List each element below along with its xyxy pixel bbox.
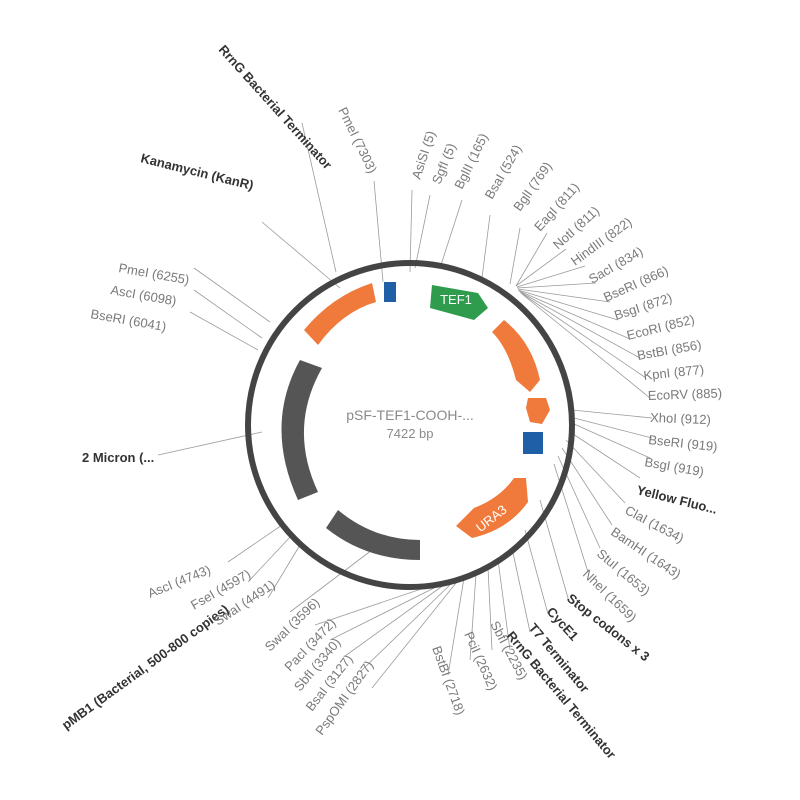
backbone-circle <box>245 260 575 590</box>
leader-pmei-6255 <box>193 267 271 323</box>
leader-pmb1 <box>289 549 373 613</box>
leader-saci <box>516 282 597 289</box>
feature-yellow-fluo[interactable] <box>492 320 540 392</box>
leader-rrng-bottom <box>497 559 511 651</box>
label-pmei-7303: PmeI (7303) <box>335 105 380 176</box>
leader-bsgi-919 <box>573 423 651 459</box>
leader-kpni <box>520 292 647 379</box>
leader-rrng-top <box>301 122 337 273</box>
feature-arcs <box>281 282 550 560</box>
label-bstbi-856: BstBI (856) <box>636 337 703 363</box>
leader-ecorv <box>521 293 651 399</box>
label-asci-6098: AscI (6098) <box>109 282 177 308</box>
feature-blue-block[interactable] <box>523 432 543 454</box>
leader-ecori <box>518 290 631 340</box>
leader-bseri-866 <box>517 288 611 303</box>
feature-rrng-terminator[interactable] <box>384 282 396 302</box>
label-rrng-top: RrnG Bacterial Terminator <box>216 42 335 172</box>
feature-2-micron[interactable] <box>281 360 322 500</box>
leader-2micron <box>157 431 263 456</box>
leader-bgli <box>509 227 521 285</box>
label-bstbi-2718: BstBI (2718) <box>429 644 468 717</box>
label-bsgi-919: BsgI (919) <box>643 454 705 479</box>
plasmid-size: 7422 bp <box>387 426 434 441</box>
label-2micron: 2 Micron (... <box>82 450 154 465</box>
leader-sgfi <box>414 194 431 269</box>
leader-yfp <box>569 431 641 479</box>
label-kpni: KpnI (877) <box>643 362 705 383</box>
leader-cyce1 <box>524 529 549 615</box>
site-labels: RrnG Bacterial Terminator PmeI (7303) As… <box>59 42 722 762</box>
label-pmei-6255: PmeI (6255) <box>117 260 190 287</box>
leader-bsgi-872 <box>517 289 619 321</box>
leader-bsai-524 <box>481 214 491 279</box>
leader-kanr <box>261 221 341 289</box>
leader-clai <box>565 439 626 504</box>
feature-pmb1[interactable] <box>326 510 420 560</box>
leader-sbfi-3340 <box>344 581 449 657</box>
leader-bglii <box>439 199 463 269</box>
leader-pcii <box>469 573 477 661</box>
label-pmb1: pMB1 (Bacterial, 500-800 copies) <box>59 601 231 732</box>
leader-asci-4743 <box>227 524 283 563</box>
feature-kanr[interactable] <box>304 283 376 345</box>
label-kanr: Kanamycin (KanR) <box>139 150 255 193</box>
label-ecorv: EcoRV (885) <box>648 385 723 403</box>
feature-ura3[interactable] <box>456 478 528 538</box>
label-bseri-6041: BseRI (6041) <box>89 306 167 334</box>
leader-swai-4491 <box>267 544 301 599</box>
leader-pspomi <box>371 577 461 689</box>
leader-hindiii <box>516 265 586 288</box>
leader-fsei <box>247 534 293 583</box>
feature-tef1[interactable] <box>430 285 488 320</box>
leader-xhoi <box>571 409 653 419</box>
leader-eagi <box>515 232 548 287</box>
leader-paci <box>329 584 441 641</box>
leader-lines <box>157 122 653 689</box>
leader-bstbi-2718 <box>447 577 465 676</box>
leader-asci-6098 <box>193 289 263 339</box>
tef1-label: TEF1 <box>440 292 472 307</box>
leader-swai-3596 <box>314 585 431 626</box>
leader-bstbi-856 <box>519 291 641 359</box>
label-bseri-919: BseRI (919) <box>648 432 719 454</box>
leader-sbfi-2235 <box>487 567 493 651</box>
feature-small-orange[interactable] <box>526 398 550 424</box>
label-bglii: BglII (165) <box>451 131 491 191</box>
plasmid-name: pSF-TEF1-COOH-... <box>346 407 474 423</box>
leader-bseri-6041 <box>189 311 259 351</box>
leader-asisi <box>409 189 413 273</box>
leader-bsai-3127 <box>359 579 456 673</box>
leader-noti <box>515 248 567 287</box>
label-xhoi: XhoI (912) <box>650 410 711 427</box>
leader-bseri-919 <box>573 417 653 439</box>
leader-t7 <box>511 547 531 633</box>
